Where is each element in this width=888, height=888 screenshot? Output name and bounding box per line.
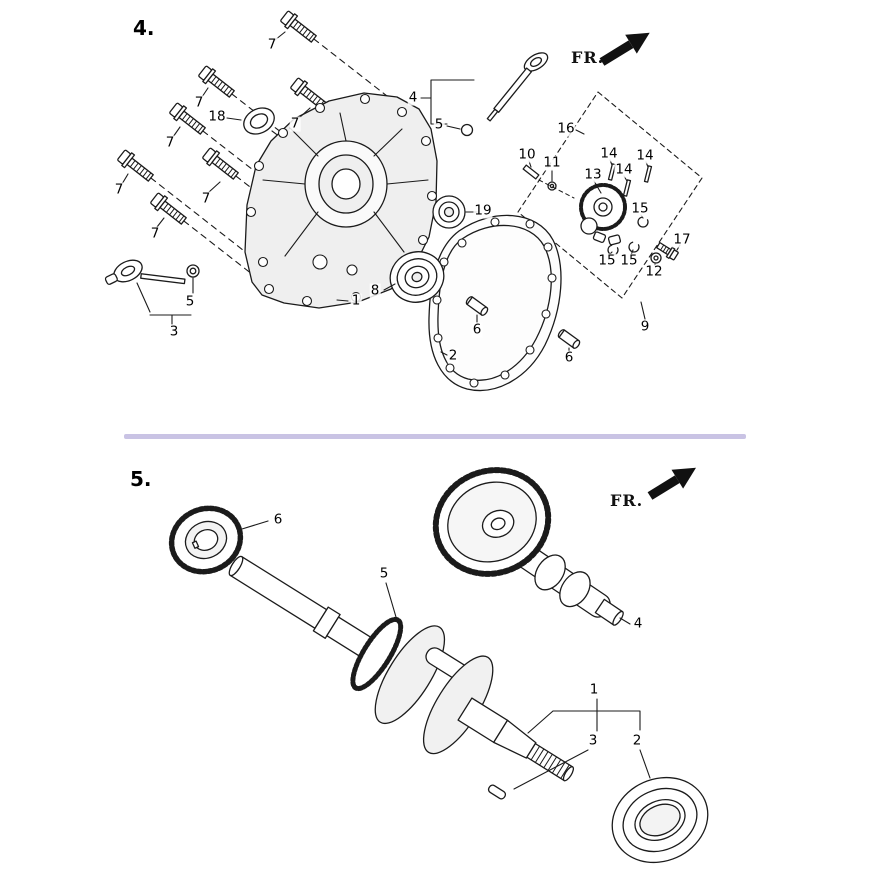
- section-4-drawing: [104, 8, 703, 392]
- o-ring-part: [186, 264, 200, 278]
- ball-bearing-part: [389, 251, 445, 303]
- section-5-drawing: [168, 467, 709, 864]
- oil-filler-cap-part: [104, 259, 200, 285]
- ball-bearing-part: [432, 195, 466, 229]
- crankcase-cover-part: [244, 92, 438, 309]
- o-ring-part: [460, 123, 474, 137]
- fr-direction-arrow-icon: [599, 32, 650, 66]
- oil-seal-part: [243, 107, 275, 135]
- gasket-part: [428, 214, 562, 392]
- fr-label-section5: FR.: [610, 491, 644, 510]
- figure-5-number: 5.: [130, 467, 152, 491]
- dipstick-part: [460, 52, 549, 137]
- timing-gear-part: [168, 505, 244, 575]
- fr-label-section4: FR.: [571, 48, 605, 67]
- camshaft-part: [432, 467, 624, 626]
- ball-bearing-part: [611, 776, 709, 864]
- woodruff-key-part: [487, 784, 507, 800]
- governor-bolt-part: [656, 242, 679, 261]
- section-divider: [124, 434, 746, 439]
- fr-direction-arrow-icon: [647, 467, 696, 500]
- governor-assembly-box: [517, 91, 703, 299]
- governor-gear-part: [579, 183, 627, 246]
- figure-4-number: 4.: [133, 16, 155, 40]
- callout-leader-lines: [241, 520, 651, 790]
- governor-small-parts: [522, 163, 679, 264]
- crankshaft-part: [228, 555, 575, 782]
- dowel-pin-part: [556, 327, 582, 351]
